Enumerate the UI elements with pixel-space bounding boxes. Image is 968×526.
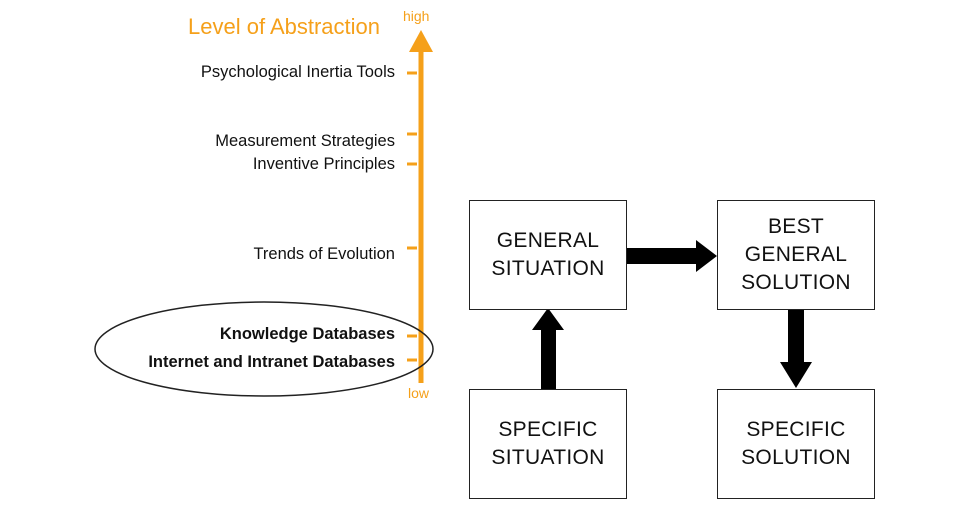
box-best-general-solution: BEST GENERAL SOLUTION (717, 200, 875, 310)
level-trends-of-evolution: Trends of Evolution (253, 245, 395, 263)
axis-low-label: low (408, 385, 430, 401)
arrow-situation-to-general (532, 308, 564, 390)
box-general-situation: GENERAL SITUATION (469, 200, 627, 310)
abstraction-axis (407, 30, 433, 383)
box-specific-situation: SPECIFIC SITUATION (469, 389, 627, 499)
level-psychological-inertia-tools: Psychological Inertia Tools (200, 63, 395, 81)
axis-arrowhead (409, 30, 433, 52)
level-knowledge-databases: Knowledge Databases (219, 325, 395, 343)
level-internet-intranet-databases: Internet and Intranet Databases (148, 353, 395, 371)
level-measurement-strategies: Measurement Strategies (215, 132, 395, 150)
axis-title: Level of Abstraction (188, 14, 381, 39)
box-specific-solution: SPECIFIC SOLUTION (717, 389, 875, 499)
arrow-general-to-best (627, 240, 717, 272)
axis-high-label: high (403, 8, 430, 24)
arrow-best-to-specific-solution (780, 310, 812, 388)
level-inventive-principles: Inventive Principles (252, 155, 395, 173)
databases-ellipse (94, 301, 434, 397)
